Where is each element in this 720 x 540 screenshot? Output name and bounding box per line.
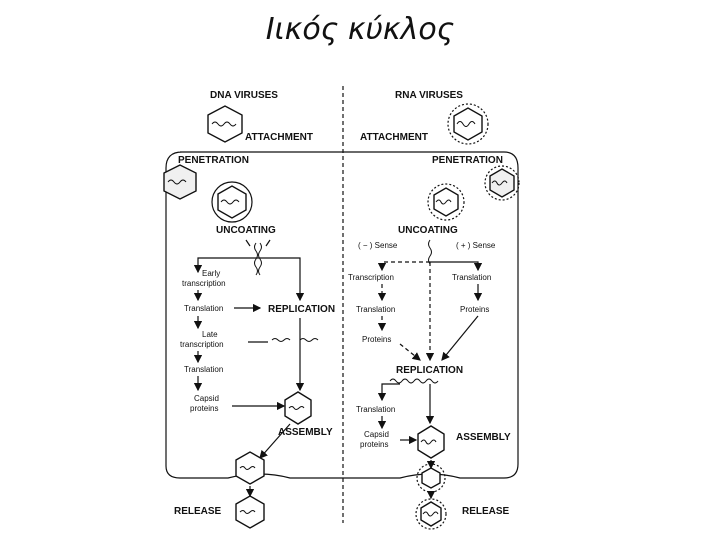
rna-internalized-virion-icon xyxy=(427,183,465,221)
dna-attachment-label: ATTACHMENT xyxy=(245,132,313,143)
dna-capsid-proteins-label-1: Capsid xyxy=(194,394,219,403)
rna-replication-label: REPLICATION xyxy=(396,365,463,376)
dna-uncoating-label: UNCOATING xyxy=(216,225,276,236)
rna-release-label: RELEASE xyxy=(462,506,510,517)
dna-penetrating-virion-icon xyxy=(163,164,197,200)
dna-released-virion-icon xyxy=(235,495,265,529)
rna-virion-icon xyxy=(447,103,489,145)
rna-plus-sense-label: ( + ) Sense xyxy=(456,241,496,250)
rna-assembling-virion-icon xyxy=(417,425,445,459)
dna-early-transcription-label-2: transcription xyxy=(182,279,226,288)
rna-fusing-virion-icon xyxy=(484,165,520,201)
rna-minus-sense-label: ( − ) Sense xyxy=(358,241,398,250)
rna-capsid-proteins-label-1: Capsid xyxy=(364,430,389,439)
slide-title: Ιικός κύκλος xyxy=(265,12,455,47)
rna-penetration-label: PENETRATION xyxy=(432,155,503,166)
dna-header: DNA VIRUSES xyxy=(210,90,278,101)
rna-capsid-proteins-label-2: proteins xyxy=(360,440,388,449)
rna-uncoated-genome-icon xyxy=(428,239,432,265)
rna-budding-virion-icon xyxy=(416,463,446,493)
dna-uncoated-genome-icon xyxy=(254,242,262,276)
rna-translation-label-2: Translation xyxy=(356,305,395,314)
dna-replicated-genomes-icon xyxy=(271,338,319,342)
dna-translation-label-2: Translation xyxy=(184,365,223,374)
dna-penetration-label: PENETRATION xyxy=(178,155,249,166)
dna-releasing-virion-icon xyxy=(235,451,265,485)
rna-uncoating-label: UNCOATING xyxy=(398,225,458,236)
rna-attachment-label: ATTACHMENT xyxy=(360,132,428,143)
host-cell-membrane xyxy=(165,151,519,479)
dna-assembly-label: ASSEMBLY xyxy=(278,427,333,438)
rna-assembly-label: ASSEMBLY xyxy=(456,432,511,443)
dna-release-label: RELEASE xyxy=(174,506,222,517)
dna-capsid-proteins-label-2: proteins xyxy=(190,404,218,413)
rna-translation-label-1: Translation xyxy=(452,273,491,282)
rna-released-virion-icon xyxy=(415,498,447,530)
rna-proteins-right-label: Proteins xyxy=(460,305,489,314)
rna-proteins-left-label: Proteins xyxy=(362,335,391,344)
rna-translation-label-3: Translation xyxy=(356,405,395,414)
virus-replication-diagram: DNA VIRUSES ATTACHMENT PENETRATION UNCOA… xyxy=(163,86,520,530)
dna-assembled-virion-icon xyxy=(284,391,312,425)
dna-translation-label-1: Translation xyxy=(184,304,223,313)
rna-transcription-label: Transcription xyxy=(348,273,394,282)
dna-endocytic-vesicle-icon xyxy=(211,181,253,223)
dna-late-transcription-label-1: Late xyxy=(202,330,218,339)
rna-replicated-genomes-icon xyxy=(389,378,439,384)
dna-late-transcription-label-2: transcription xyxy=(180,340,224,349)
dna-virion-icon xyxy=(207,105,243,143)
dna-early-transcription-label-1: Early xyxy=(202,269,220,278)
dna-replication-label: REPLICATION xyxy=(268,304,335,315)
rna-header: RNA VIRUSES xyxy=(395,90,463,101)
